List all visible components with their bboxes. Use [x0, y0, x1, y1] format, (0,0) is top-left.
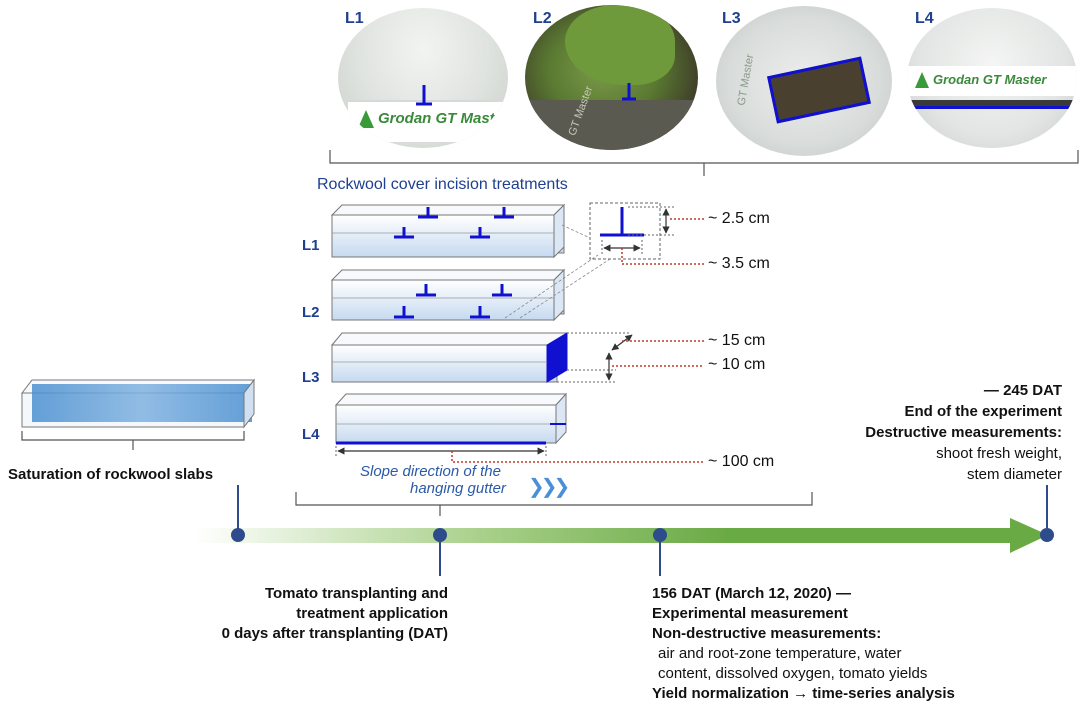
bottom-edge-cut [907, 100, 1077, 109]
mid-line4: air and root-zone temperature, water [658, 645, 902, 662]
end-event-text: — 245 DAT End of the experiment Destruct… [865, 380, 1062, 485]
grodan-label: Grodan GT Master [348, 100, 508, 142]
timeline-dot-156dat [653, 528, 667, 542]
photo-label-l3: L3 [722, 10, 741, 27]
saturation-label: Saturation of rockwool slabs [8, 466, 214, 483]
mid-event-text: 156 DAT (March 12, 2020) — Experimental … [652, 584, 955, 704]
grodan-brand-text: Grodan GT Master [933, 72, 1047, 87]
treatment-label-l3: L3 [302, 369, 320, 386]
transplant-event-text: Tomato transplanting and treatment appli… [222, 584, 448, 644]
leaf-shape [565, 5, 675, 85]
treatments-heading: Rockwool cover incision treatments [317, 176, 568, 193]
slab-shadow [525, 100, 698, 150]
treatment-label-l2: L2 [302, 304, 320, 321]
grodan-label: Grodan GT Master [907, 66, 1077, 96]
photo-label-l4: L4 [915, 10, 934, 27]
photo-l3: GT Master [716, 6, 892, 156]
photo-l1: Grodan GT Master [338, 8, 508, 148]
slab-l1 [330, 203, 566, 259]
dimension-15cm: ~ 15 cm [708, 332, 766, 349]
mid-line3: Non-destructive measurements: [652, 625, 882, 642]
timeline-dot-transplant [433, 528, 447, 542]
l3-dimension-guides [557, 332, 633, 383]
slope-arrows-icon: ❯❯❯ [528, 476, 570, 498]
slope-label-line2: hanging gutter [410, 480, 506, 497]
dimension-100cm: ~ 100 cm [708, 453, 775, 470]
slab-l3 [330, 332, 569, 383]
grodan-brand-text: Grodan GT Master [378, 110, 508, 127]
photo-label-l2: L2 [533, 10, 552, 27]
treatments-bracket [295, 492, 813, 506]
saturation-slab [20, 378, 256, 450]
photos-bracket [329, 150, 1079, 164]
slab-l2 [330, 268, 566, 322]
timeline-dot-saturation [231, 528, 245, 542]
mid-line6: Yield normalization → time-series analys… [652, 685, 955, 702]
dimension-2-5cm: ~ 2.5 cm [708, 210, 770, 227]
transplant-line2: treatment application [296, 605, 448, 622]
timeline-dot-245dat [1040, 528, 1054, 542]
dimension-leaders [451, 218, 704, 463]
timeline [195, 485, 1054, 576]
mid-line2: Experimental measurement [652, 605, 848, 622]
dimension-10cm: ~ 10 cm [708, 356, 766, 373]
dimension-3-5cm: ~ 3.5 cm [708, 255, 770, 272]
transplant-line1: Tomato transplanting and [264, 585, 448, 602]
end-line3: Destructive measurements: [865, 424, 1062, 441]
end-line4: shoot fresh weight, [936, 445, 1062, 462]
incision-marker-icon [416, 85, 432, 106]
l4-dimension-guides [335, 446, 547, 456]
end-line2: End of the experiment [904, 403, 1062, 420]
photo-label-l1: L1 [345, 10, 364, 27]
slope-label-line1: Slope direction of the [360, 463, 501, 480]
treatment-label-l4: L4 [302, 426, 320, 443]
photo-l2: GT Master [525, 5, 698, 150]
end-line1: — 245 DAT [983, 382, 1062, 399]
mid-line5: content, dissolved oxygen, tomato yields [658, 665, 928, 682]
treatment-label-l1: L1 [302, 237, 320, 254]
incision-marker-icon [622, 83, 636, 101]
transplant-line3: 0 days after transplanting (DAT) [221, 625, 448, 642]
slab-l4 [334, 392, 568, 445]
end-line5: stem diameter [966, 466, 1062, 483]
photo-l4: Grodan GT Master [907, 8, 1077, 148]
mid-line1: 156 DAT (March 12, 2020) — [652, 585, 851, 602]
